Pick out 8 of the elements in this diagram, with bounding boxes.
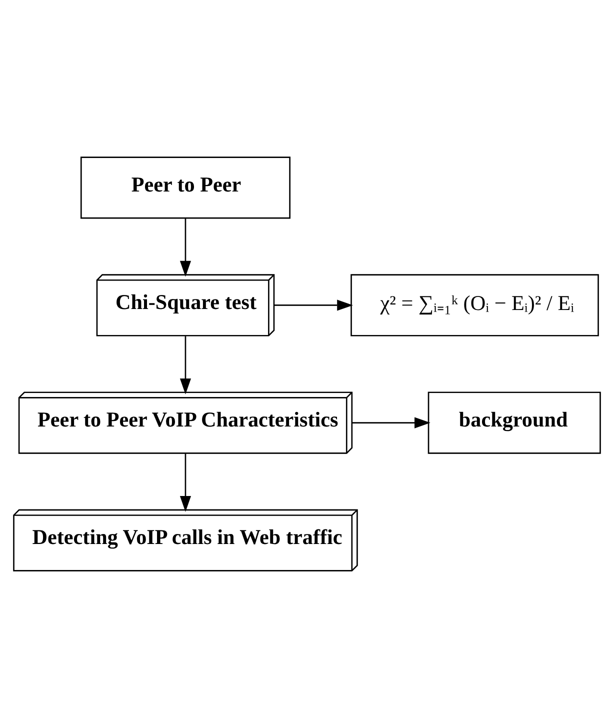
arrow	[180, 336, 192, 394]
node-box: background	[428, 391, 601, 454]
arrow	[180, 453, 192, 512]
node-box: χ² = ∑ᵢ₌₁ᵏ (Oᵢ − Eᵢ)² / Eᵢ	[350, 274, 599, 336]
arrow	[274, 299, 353, 310]
arrow	[180, 218, 192, 276]
arrow	[352, 416, 430, 428]
node-box: Peer to Peer	[80, 156, 290, 218]
